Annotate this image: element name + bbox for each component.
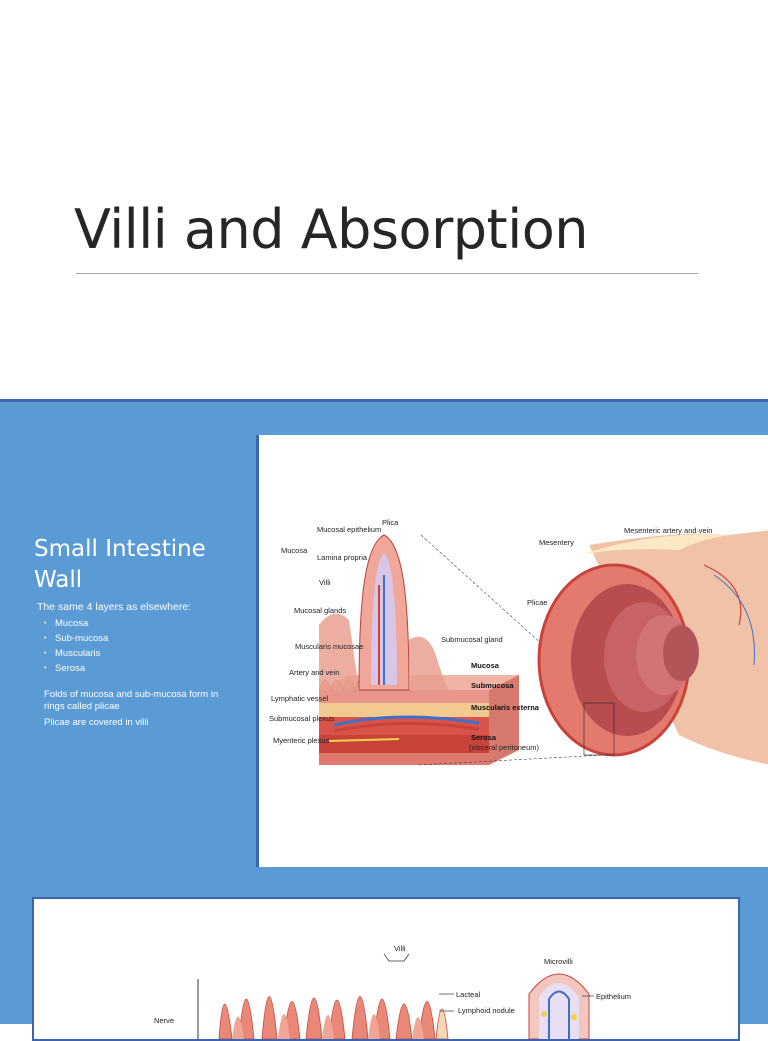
villi-bracket <box>383 953 410 962</box>
label-mesenteric-artery: Mesenteric artery and vein <box>624 526 712 535</box>
layers-intro: The same 4 layers as elsewhere: <box>37 601 192 613</box>
label-villi: Villi <box>394 944 406 953</box>
layer-name: Mucosa <box>55 618 89 629</box>
title-slide: Villi and Absorption <box>0 0 768 398</box>
label-lymphoid-nodule: Lymphoid nodule <box>458 1006 515 1015</box>
list-item: • Muscularis <box>44 646 108 661</box>
label-mucosal-epithelium: Mucosal epithelium <box>317 525 381 534</box>
wall-cross-section <box>318 534 519 765</box>
list-item: • Serosa <box>44 661 108 676</box>
label-lymphatic-vessel: Lymphatic vessel <box>271 694 329 703</box>
label-plicae: Plicae <box>527 598 547 607</box>
label-plica: Plica <box>382 518 399 527</box>
intestine-tube <box>537 530 768 765</box>
intestine-wall-illustration: Plica Mucosal epithelium Mucosa Lamina p… <box>269 518 768 766</box>
label-mesentery: Mesentery <box>539 538 574 547</box>
connector-line <box>418 754 605 766</box>
bullet-icon: • <box>44 635 47 642</box>
list-item: • Sub-mucosa <box>44 631 108 646</box>
plicae-note: Folds of mucosa and sub-mucosa form in r… <box>44 689 219 712</box>
label-epithelium: Epithelium <box>596 992 631 1001</box>
label-submucosal-gland: Submucosal gland <box>441 635 503 644</box>
villi-note: Plicae are covered in villi <box>44 717 149 728</box>
label-lamina-propria: Lamina propria <box>317 553 368 562</box>
label-submucosal-plexus: Submucosal plexus <box>269 714 334 723</box>
label-muscularis-mucosae: Muscularis mucosae <box>295 642 363 651</box>
label-mucosal-glands: Mucosal glands <box>294 606 346 615</box>
slide-title: Villi and Absorption <box>74 198 589 261</box>
label-nerve: Nerve <box>154 1016 174 1025</box>
layer-name: Serosa <box>55 663 86 674</box>
label-microvilli: Microvilli <box>544 957 573 966</box>
layer-name: Sub-mucosa <box>55 633 109 644</box>
label-artery-vein: Artery and vein <box>289 668 339 677</box>
label-serosa: Serosa <box>471 733 497 742</box>
intestine-wall-figure: Plica Mucosal epithelium Mucosa Lamina p… <box>256 435 768 867</box>
label-villi: Villi <box>319 578 331 587</box>
layer-name: Muscularis <box>55 648 101 659</box>
villi-illustration: Villi Lacteal Lymphoid nodule Nerve Micr… <box>154 944 631 1039</box>
list-item: • Mucosa <box>44 616 108 631</box>
label-submucosa-layer: Submucosa <box>471 681 514 690</box>
label-muscularis-externa: Muscularis externa <box>471 703 540 712</box>
label-mucosa-layer: Mucosa <box>471 661 500 670</box>
bullet-icon: • <box>44 650 47 657</box>
label-visceral-peritoneum: (visceral peritoneum) <box>469 743 540 752</box>
label-mucosa: Mucosa <box>281 546 308 555</box>
intestine-wall-slide: Small Intestine Wall The same 4 layers a… <box>0 399 768 892</box>
villi-row <box>218 996 449 1039</box>
slide-heading: Small Intestine Wall <box>34 536 206 593</box>
bullet-icon: • <box>44 665 47 672</box>
label-myenteric-plexus: Myenteric plexus <box>273 736 330 745</box>
bullet-icon: • <box>44 620 47 627</box>
villus-detail <box>528 973 590 1039</box>
label-lacteal: Lacteal <box>456 990 481 999</box>
layers-list: • Mucosa • Sub-mucosa • Muscularis • Serosa <box>44 616 108 676</box>
villi-figure: Villi Lacteal Lymphoid nodule Nerve Micr… <box>32 897 740 1041</box>
villi-slide: Villi Lacteal Lymphoid nodule Nerve Micr… <box>0 889 768 1041</box>
title-divider <box>76 273 698 274</box>
